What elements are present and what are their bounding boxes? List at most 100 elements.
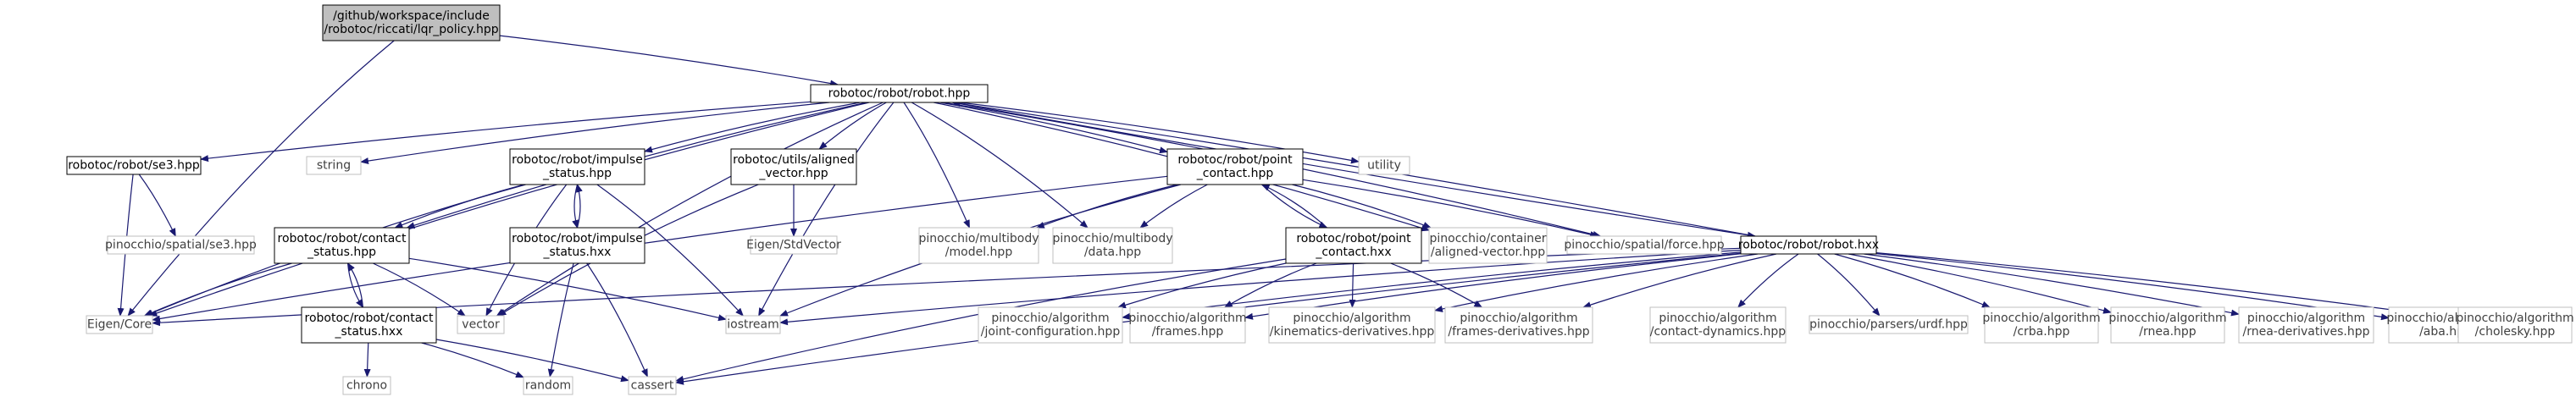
node-label: robotoc/robot/point [1177, 153, 1293, 167]
node-pin-kinderiv: pinocchio/algorithm/kinematics-derivativ… [1268, 306, 1436, 344]
edge-impulse_status_hpp-to-contact_status_hpp [394, 184, 524, 229]
node-pin-rneaderiv: pinocchio/algorithm/rnea-derivatives.hpp [2238, 306, 2374, 344]
node-box [1740, 235, 1877, 255]
node-impulse-status-hpp[interactable]: robotoc/robot/impulse_status.hpp [509, 148, 645, 185]
edge-robot_hpp-to-eigen_core [148, 102, 870, 317]
edge-contact_status_hxx-to-random [421, 342, 524, 378]
edge-point_contact_hxx-to-pin_frames [1223, 262, 1317, 308]
node-box [457, 315, 505, 334]
node-robot-hxx[interactable]: robotoc/robot/robot.hxx [1738, 235, 1879, 255]
node-pin-data: pinocchio/multibody/data.hpp [1052, 227, 1173, 264]
edge-robot_hxx-to-iostream [779, 249, 1742, 326]
node-point-contact-hpp[interactable]: robotoc/robot/point_contact.hpp [1166, 148, 1304, 185]
node-pin-contactdyn: pinocchio/algorithm/contact-dynamics.hpp [1649, 306, 1787, 344]
node-eigen-stdvector: Eigen/StdVector [746, 235, 841, 255]
edge-impulse_status_hxx-to-cassert [586, 262, 648, 378]
node-box [306, 156, 362, 175]
node-pin-urdf: pinocchio/parsers/urdf.hpp [1809, 315, 1969, 334]
node-box [322, 4, 501, 41]
node-pin-frames: pinocchio/algorithm/frames.hpp [1128, 306, 1247, 344]
node-label: pinocchio/multibody [1052, 232, 1172, 245]
node-iostream: iostream [725, 315, 781, 334]
node-box [509, 148, 645, 185]
node-impulse-status-hxx[interactable]: robotoc/robot/impulse_status.hxx [509, 227, 645, 264]
node-box [730, 148, 857, 185]
edge-robot_hxx-to-pin_kinderiv [1434, 253, 1759, 312]
node-box [978, 306, 1123, 344]
node-label: pinocchio/algorithm [2247, 312, 2365, 325]
edge-contact_status_hxx-to-contact_status_hpp [347, 262, 363, 308]
node-label: pinocchio/algorithm [991, 312, 1109, 325]
edge-robot_hxx-to-pin_urdf [1817, 253, 1881, 317]
node-label: /crba.hpp [2014, 325, 2070, 339]
node-pin-framesderiv: pinocchio/algorithm/frames-derivatives.h… [1444, 306, 1593, 344]
node-utility: utility [1358, 156, 1410, 175]
node-label: robotoc/utils/aligned [733, 153, 855, 167]
node-robot-hpp[interactable]: robotoc/robot/robot.hpp [810, 84, 989, 103]
node-label: robotoc/robot/point [1296, 232, 1411, 245]
node-pin-force: pinocchio/spatial/force.hpp [1564, 235, 1725, 255]
node-label: _contact.hpp [1196, 167, 1274, 180]
node-box [1984, 306, 2099, 344]
node-label: robotoc/robot/robot.hxx [1738, 239, 1879, 252]
node-label: /robotoc/riccati/lqr_policy.hpp [324, 23, 498, 36]
edge-point_contact_hpp-to-eigen_core [152, 175, 1168, 323]
node-label: /model.hpp [945, 245, 1013, 259]
node-label: /frames.hpp [1152, 325, 1224, 339]
node-pin-crba: pinocchio/algorithm/crba.hpp [1982, 306, 2101, 344]
edge-contact_status_hxx-to-chrono [363, 342, 371, 378]
node-label: chrono [346, 379, 387, 393]
edge-point_contact_hpp-to-pin_data [1139, 184, 1208, 229]
node-box [725, 315, 781, 334]
edge-robot_hpp-to-robot_hxx [952, 102, 1756, 239]
edge-robot_hxx-to-pin_jointconf [1122, 251, 1742, 320]
node-box [2238, 306, 2374, 344]
node-label: _contact.hxx [1315, 245, 1391, 259]
edge-robot_hpp-to-iostream [758, 102, 895, 317]
node-box [523, 376, 573, 395]
node-box [1129, 306, 1246, 344]
node-pin-aligned: pinocchio/container/aligned-vector.hpp [1428, 227, 1548, 264]
node-box [1428, 227, 1548, 264]
node-label: /rnea.hpp [2139, 325, 2197, 339]
nodes-layer: /github/workspace/include/robotoc/riccat… [66, 4, 2574, 395]
node-point-contact-hxx[interactable]: robotoc/robot/point_contact.hxx [1285, 227, 1422, 264]
node-label: pinocchio/spatial/force.hpp [1564, 239, 1724, 252]
edge-robot_hpp-to-pin_data [911, 102, 1089, 229]
node-label: robotoc/robot/se3.hpp [68, 159, 200, 173]
node-root[interactable]: /github/workspace/include/robotoc/riccat… [322, 4, 501, 41]
node-box [1166, 148, 1304, 185]
node-vector: vector [457, 315, 505, 334]
edge-robot_hxx-to-robot_hpp [951, 100, 1756, 237]
node-label: robotoc/robot/impulse [512, 153, 643, 167]
node-box [918, 227, 1039, 264]
node-box [1285, 227, 1422, 264]
node-box [1649, 306, 1787, 344]
node-aligned-vector-hpp[interactable]: robotoc/utils/aligned_vector.hpp [730, 148, 857, 185]
edge-se3_hpp-to-pin_se3 [138, 174, 176, 237]
node-label: utility [1367, 159, 1401, 173]
node-label: pinocchio/multibody [918, 232, 1039, 245]
node-label: _status.hpp [307, 245, 376, 259]
node-label: robotoc/robot/contact [278, 232, 407, 245]
node-label: /kinematics-derivatives.hpp [1270, 325, 1435, 339]
node-box [628, 376, 677, 395]
node-se3-hpp[interactable]: robotoc/robot/se3.hpp [66, 156, 202, 175]
edge-robot_hpp-to-vector [496, 102, 884, 317]
node-label: random [525, 379, 571, 393]
edge-robot_hpp-to-point_contact_hpp [939, 102, 1168, 154]
edge-contact_status_hxx-to-cassert [435, 339, 629, 383]
edge-robot_hpp-to-aligned_vector_hpp [818, 102, 887, 150]
node-box [86, 315, 153, 334]
node-box [1358, 156, 1410, 175]
node-eigen-core: Eigen/Core [86, 315, 153, 334]
node-label: pinocchio/algorithm [1982, 312, 2100, 325]
node-contact-status-hpp[interactable]: robotoc/robot/contact_status.hpp [274, 227, 410, 264]
node-label: iostream [727, 318, 779, 332]
node-box [1809, 315, 1969, 334]
node-label: pinocchio/algorithm [2456, 312, 2573, 325]
node-label: /aligned-vector.hpp [1431, 245, 1545, 259]
node-contact-status-hxx[interactable]: robotoc/robot/contact_status.hxx [301, 306, 437, 344]
node-label: pinocchio/algorithm [1460, 312, 1577, 325]
